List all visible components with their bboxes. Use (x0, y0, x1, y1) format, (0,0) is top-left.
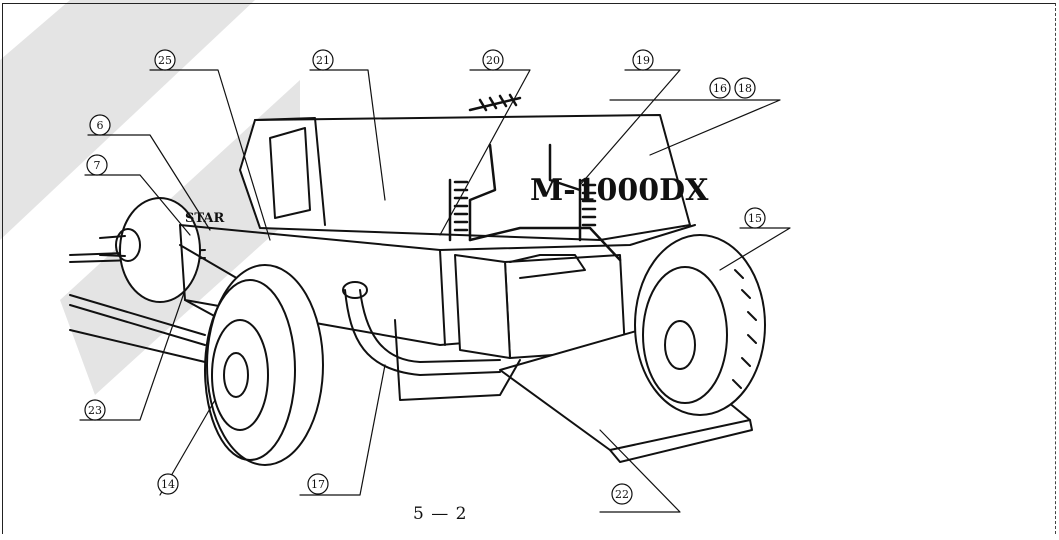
callout-number: 21 (316, 54, 330, 67)
left-wheel (204, 264, 324, 466)
callout-number: 17 (311, 478, 325, 491)
callout-number: 20 (486, 54, 500, 67)
callout-circle (734, 77, 756, 99)
callout-number: 7 (94, 159, 101, 172)
callout-circle (709, 77, 731, 99)
hydraulic-tubes (342, 281, 521, 401)
callouts: 25 21 20 19 16 18 6 7 15 23 14 17 22 (84, 49, 766, 505)
callout-circle (307, 473, 329, 495)
callout-number: 15 (748, 212, 762, 225)
callout-number: 6 (97, 119, 104, 132)
figure-frame (2, 3, 1056, 534)
callout-circle (312, 49, 334, 71)
callout-number: 25 (158, 54, 172, 67)
tension-springs (448, 93, 622, 262)
right-wheel (634, 234, 766, 416)
callout-circle (154, 49, 176, 71)
badge-text: STAR (185, 211, 224, 226)
callout-number: 19 (636, 54, 650, 67)
callout-circle (611, 483, 633, 505)
callout-circle (744, 207, 766, 229)
callout-number: 22 (615, 488, 629, 501)
figure-caption: 5 — 2 (413, 504, 468, 524)
callout-number: 23 (88, 404, 102, 417)
callout-number: 16 (713, 82, 727, 95)
callout-circle (482, 49, 504, 71)
callout-number: 18 (738, 82, 752, 95)
callout-circle (86, 154, 108, 176)
callout-circle (89, 114, 111, 136)
callout-circle (84, 399, 106, 421)
callout-circle (632, 49, 654, 71)
bale-chute (499, 329, 753, 463)
callout-circle (157, 473, 179, 495)
callout-number: 14 (161, 478, 175, 491)
brand-text: M-1000DX (530, 173, 709, 208)
